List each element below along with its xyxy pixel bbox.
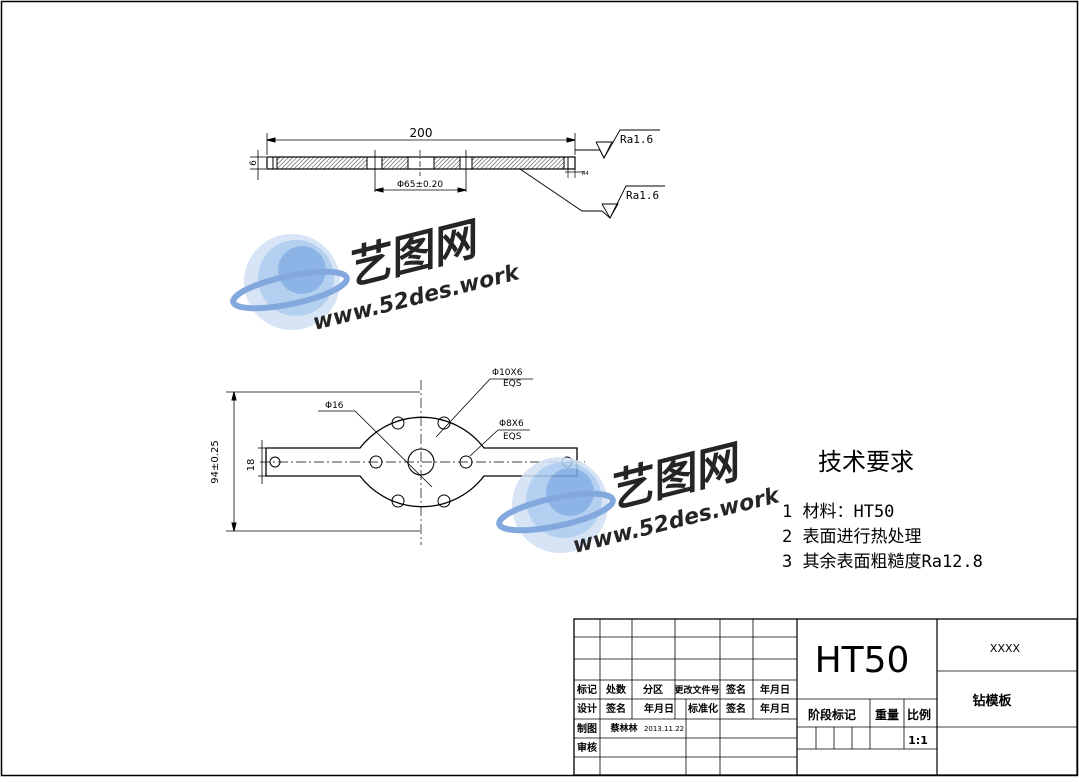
title-block-part-name: 钻模板 (972, 693, 1012, 709)
design-cell: 签名 (605, 702, 626, 715)
title-block-header-row: 标记 处数 分区 更改文件号 签名 年月日 (576, 683, 790, 696)
title-block-draw-label: 制图 (577, 722, 597, 735)
title-block-scale-value: 1:1 (908, 734, 928, 747)
title-block-material: HT50 (815, 640, 910, 681)
design-cell: 签名 (725, 702, 746, 715)
title-block-code: XXXX (990, 642, 1021, 655)
tech-requirements-title: 技术要求 (818, 448, 914, 476)
note-holes-small: Φ8X6 (499, 419, 524, 429)
tech-requirement-2: 2 表面进行热处理 (782, 527, 921, 547)
title-block-weight: 重量 (875, 707, 899, 722)
title-block-design-row: 设计 签名 年月日 标准化 签名 年月日 (577, 702, 790, 715)
dim-center-distance: Φ65±0.20 (397, 180, 443, 190)
tech-requirement-3: 3 其余表面粗糙度Ra12.8 (782, 552, 983, 572)
header-cell: 分区 (643, 683, 663, 696)
roughness-top: Ra1.6 (620, 133, 653, 146)
header-cell: 处数 (605, 683, 627, 696)
header-cell: 年月日 (760, 683, 790, 696)
design-cell: 年月日 (760, 702, 790, 715)
note-holes-large-eqs: EQS (503, 379, 522, 389)
header-cell: 标记 (576, 683, 597, 696)
title-block (573, 618, 1078, 776)
note-holes-small-eqs: EQS (503, 432, 522, 442)
watermark-globe-icon (230, 234, 350, 330)
tech-requirement-1: 1 材料：HT50 (782, 502, 894, 522)
dim-center-hole: Φ16 (325, 401, 344, 411)
design-cell: 年月日 (644, 702, 674, 715)
dim-total-length: 200 (410, 126, 433, 140)
note-holes-large: Φ10X6 (492, 368, 523, 378)
design-cell: 设计 (577, 702, 597, 715)
roughness-bottom: Ra1.6 (626, 189, 659, 202)
title-block-draw-date: 2013.11.22 (644, 725, 684, 733)
title-block-draw-name: 蔡林林 (609, 722, 638, 734)
dim-height: 94±0.25 (210, 440, 221, 483)
watermark-globe-icon-2 (496, 457, 616, 553)
dim-thickness: 6 (249, 160, 259, 166)
design-cell: 标准化 (687, 702, 718, 715)
dim-small: R4 (582, 171, 589, 177)
header-cell: 更改文件号 (674, 684, 719, 696)
title-block-scale-label: 比例 (907, 707, 931, 722)
header-cell: 签名 (725, 683, 746, 696)
title-block-stage-mark: 阶段标记 (808, 707, 856, 722)
title-block-review-label: 审核 (577, 741, 597, 754)
dim-slot-width: 18 (246, 459, 257, 472)
side-view (250, 129, 665, 219)
watermark-1: 艺图网 www.52des.work (230, 213, 523, 336)
